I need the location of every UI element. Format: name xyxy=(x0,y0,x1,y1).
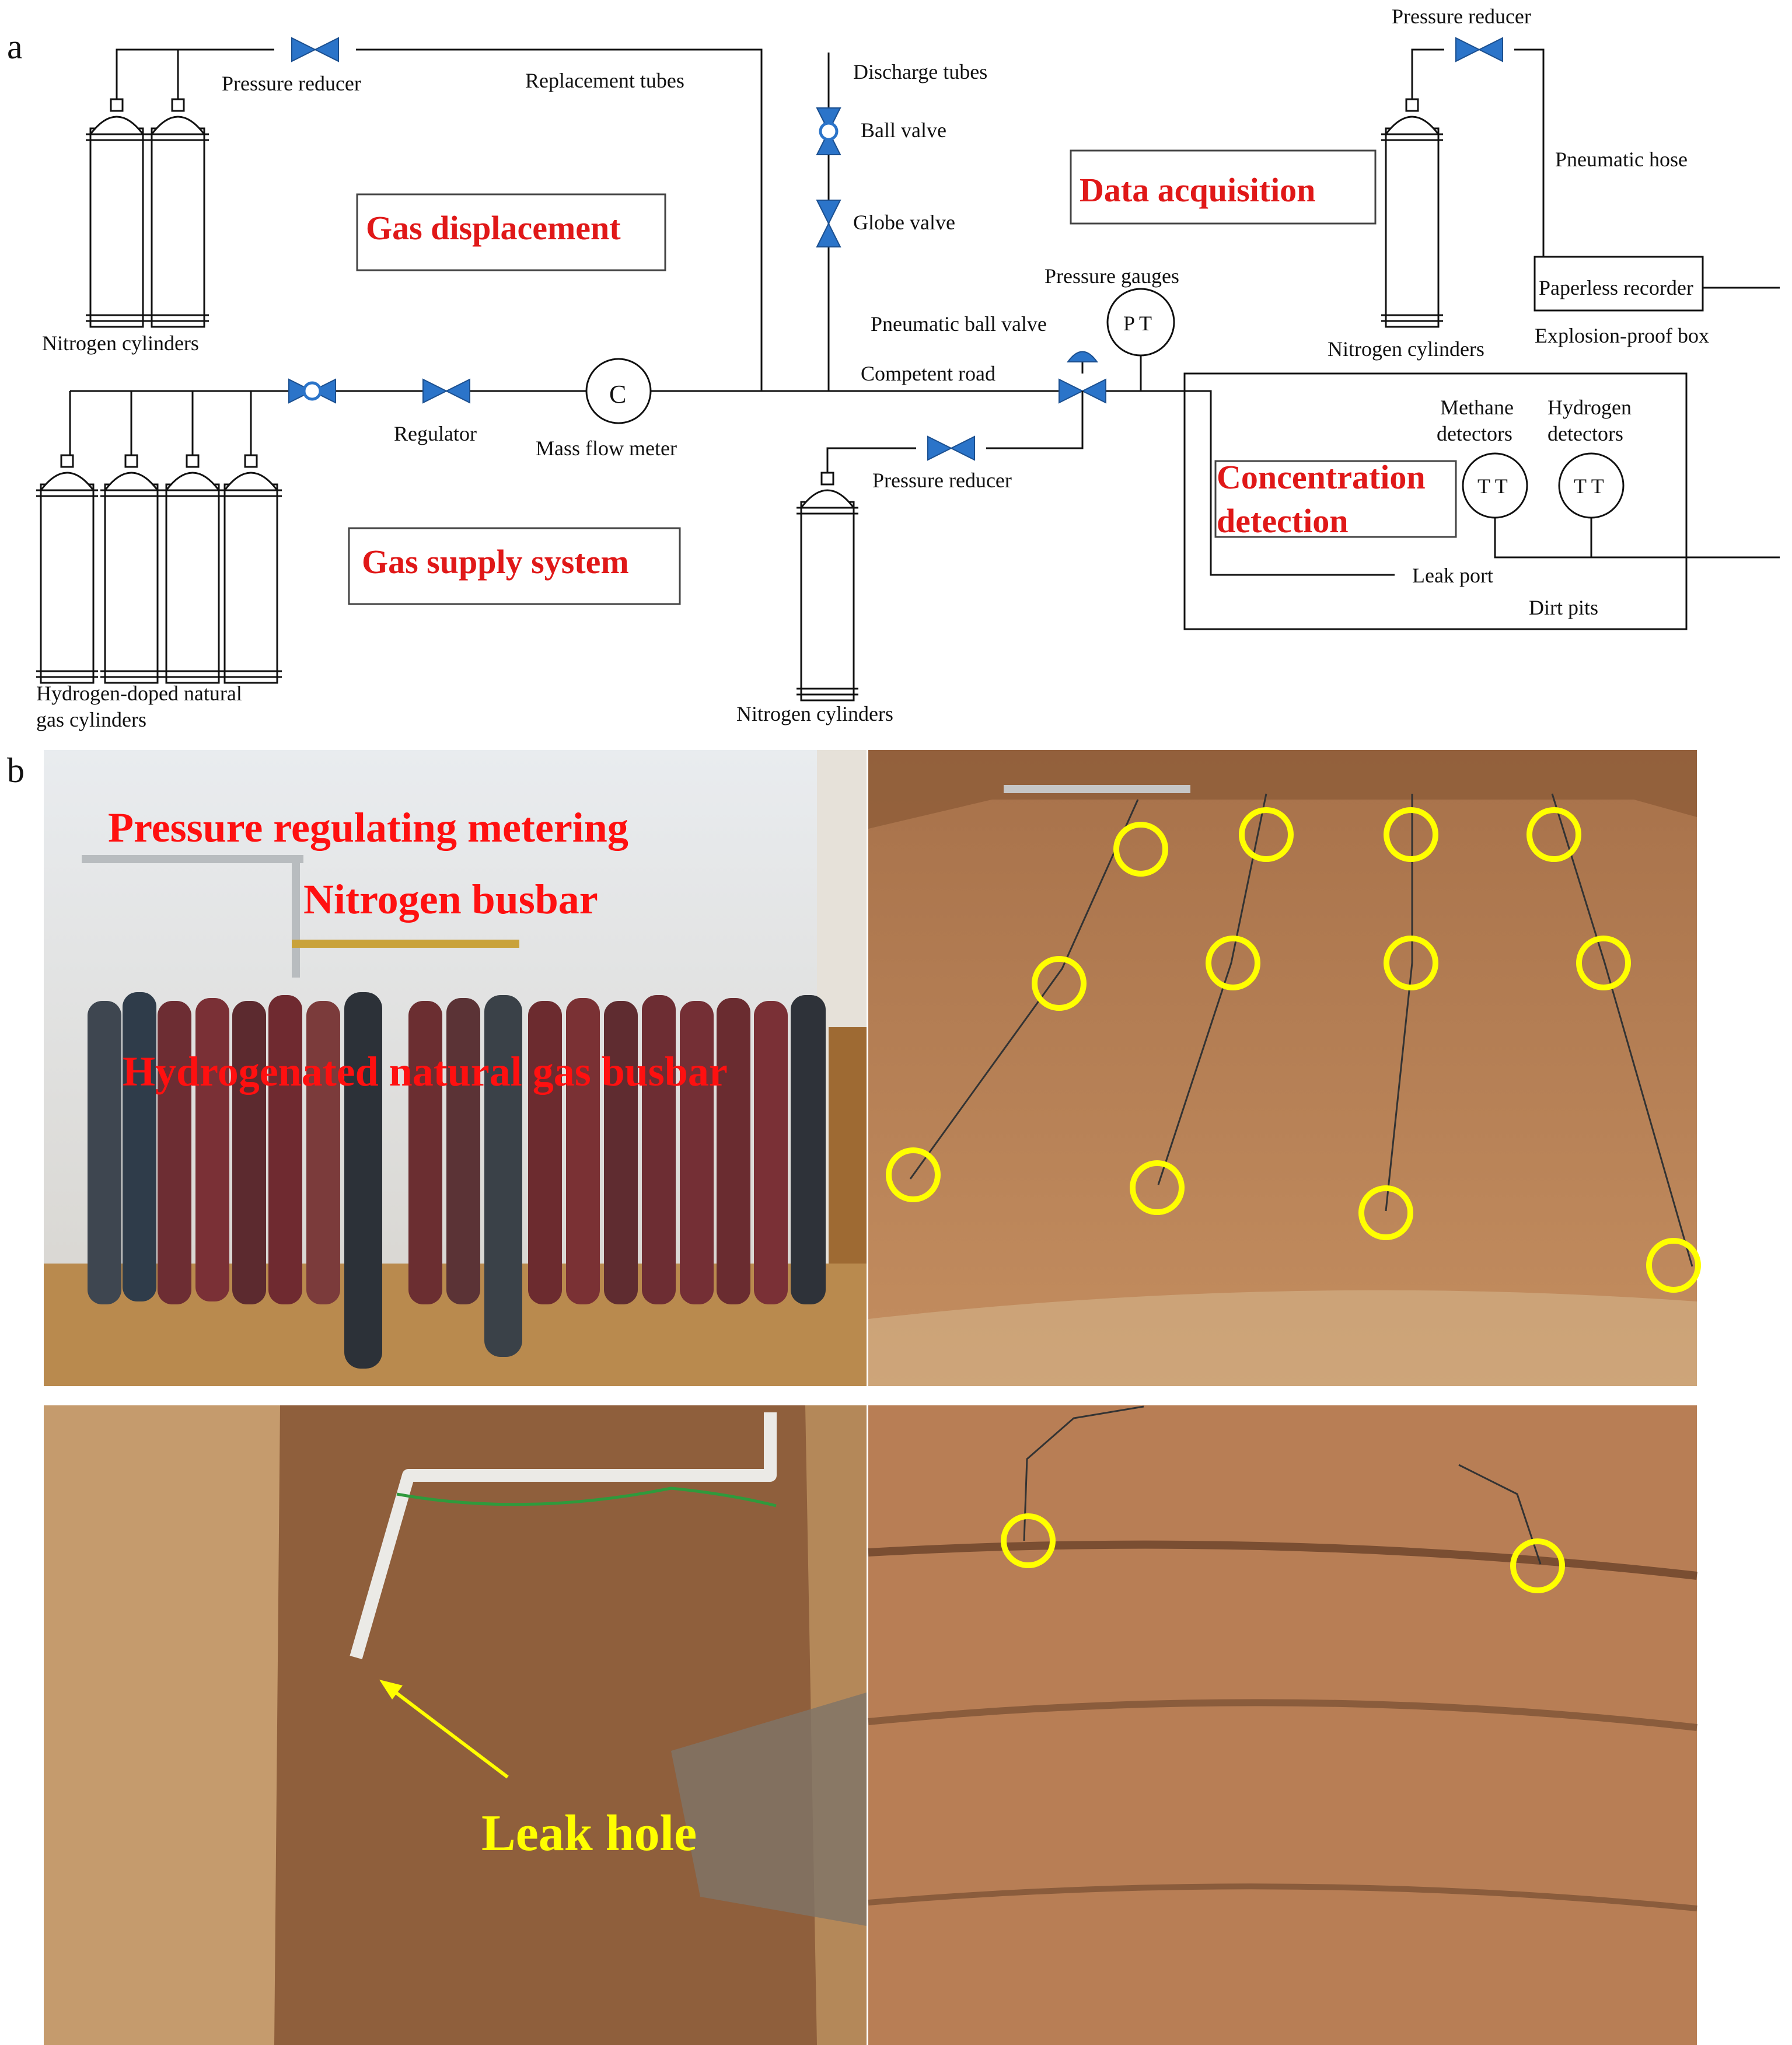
label-nitrogen-cylinders-bottom: Nitrogen cylinders xyxy=(736,702,893,725)
photo-label-leak-hole: Leak hole xyxy=(481,1805,697,1862)
label-pressure-reducer: Pressure reducer xyxy=(222,72,361,95)
label-discharge-tubes: Discharge tubes xyxy=(853,60,987,83)
mass-flow-meter-icon xyxy=(585,358,652,424)
label-methane-detectors-1: Methane xyxy=(1440,396,1514,419)
title-gas-displacement: Gas displacement xyxy=(366,209,621,247)
title-data-acquisition: Data acquisition xyxy=(1080,171,1315,209)
pressure-reducer-bottom-icon xyxy=(927,436,975,460)
mass-flow-meter-symbol: C xyxy=(609,380,626,409)
photo-label-pressure-regulating: Pressure regulating metering xyxy=(108,804,628,851)
hydrogen-doped-cylinders xyxy=(35,391,283,684)
label-methane-detectors-2: detectors xyxy=(1437,422,1512,445)
label-pressure-reducer-right: Pressure reducer xyxy=(1392,5,1531,28)
title-concentration: Concentration xyxy=(1217,458,1426,496)
label-hydrogen-detectors-2: detectors xyxy=(1548,422,1623,445)
label-paperless-recorder: Paperless recorder xyxy=(1539,276,1693,299)
photo-label-nitrogen-busbar: Nitrogen busbar xyxy=(303,876,598,923)
sensor-marker xyxy=(1130,1160,1185,1215)
photo-trench-leak-hole: Leak hole xyxy=(44,1405,867,2045)
pressure-gauge-icon xyxy=(1106,288,1175,357)
sensor-markers xyxy=(886,807,1701,1293)
globe-valve-icon xyxy=(816,200,841,247)
label-pneumatic-ball-valve: Pneumatic ball valve xyxy=(871,312,1047,336)
label-regulator: Regulator xyxy=(394,422,477,445)
sensor-marker xyxy=(1001,1513,1056,1568)
regulator-valve-icon xyxy=(422,379,470,403)
panel-b-letter: b xyxy=(7,751,25,790)
photo-label-hydrogenated-busbar: Hydrogenated natural gas busbar xyxy=(123,1048,728,1095)
label-globe-valve: Globe valve xyxy=(853,211,955,234)
label-pneumatic-hose: Pneumatic hose xyxy=(1555,148,1688,171)
label-competent-road: Competent road xyxy=(861,362,995,385)
label-nitrogen-cylinders-right: Nitrogen cylinders xyxy=(1328,337,1484,361)
paperless-recorder-box xyxy=(1533,256,1704,312)
label-hydrogen-cylinders-2: gas cylinders xyxy=(36,708,146,731)
pressure-reducer-right-icon xyxy=(1455,37,1503,62)
label-hydrogen-detectors-1: Hydrogen xyxy=(1548,396,1632,419)
label-hydrogen-cylinders-1: Hydrogen-doped natural xyxy=(36,682,242,705)
pressure-gauge-symbol: P T xyxy=(1123,312,1152,335)
gas-displacement-box xyxy=(356,193,666,271)
sensor-marker xyxy=(1384,807,1438,862)
label-dirt-pits: Dirt pits xyxy=(1529,596,1598,619)
sensor-marker xyxy=(1646,1238,1701,1293)
sensor-marker xyxy=(886,1147,941,1202)
nitrogen-cylinder-bottom xyxy=(795,472,860,702)
hydrogen-detector-symbol: T T xyxy=(1574,474,1604,498)
soil-furrows xyxy=(868,1540,1697,1911)
photo-dirt-pit-sensors xyxy=(868,750,1701,1386)
label-mass-flow-meter: Mass flow meter xyxy=(536,437,677,460)
sensor-marker xyxy=(1032,956,1087,1011)
panel-b-photos: b xyxy=(7,750,1701,2045)
sensor-cables xyxy=(909,793,1693,1267)
pressure-reducer-valve-icon xyxy=(291,37,339,62)
title-detection: detection xyxy=(1217,502,1349,540)
sensor-marker xyxy=(1358,1185,1413,1240)
sensor-marker xyxy=(1526,807,1581,862)
label-ball-valve: Ball valve xyxy=(861,118,946,142)
label-explosion-proof-box: Explosion-proof box xyxy=(1535,324,1709,347)
photo-backfilled-soil xyxy=(868,1405,1697,2045)
label-nitrogen-cylinders: Nitrogen cylinders xyxy=(42,331,199,355)
sensor-marker xyxy=(1113,822,1168,877)
title-gas-supply-system: Gas supply system xyxy=(362,543,629,581)
panel-a-letter: a xyxy=(7,27,23,66)
sensor-marker xyxy=(1206,936,1260,990)
sensor-marker xyxy=(1384,936,1438,990)
label-pressure-reducer-bottom: Pressure reducer xyxy=(872,469,1012,492)
sensor-marker xyxy=(1576,936,1631,990)
data-acquisition-box xyxy=(1070,149,1377,225)
sensor-marker xyxy=(1510,1538,1565,1593)
photo-cylinder-room: Pressure regulating metering Nitrogen bu… xyxy=(44,750,867,1386)
sensor-marker xyxy=(1239,807,1294,862)
gas-cylinders-row xyxy=(88,992,826,1369)
nitrogen-cylinders-top-left xyxy=(85,37,763,391)
label-leak-port: Leak port xyxy=(1412,564,1493,587)
label-pressure-gauges: Pressure gauges xyxy=(1045,264,1179,288)
concentration-detection-box xyxy=(1214,460,1457,538)
methane-detector-symbol: T T xyxy=(1477,474,1508,498)
gas-supply-box xyxy=(348,527,681,605)
panel-a-schematic: a Pressure reducer Replacement tubes Nit… xyxy=(7,5,1780,731)
label-replacement-tubes: Replacement tubes xyxy=(525,69,684,92)
nitrogen-cylinder-right xyxy=(1380,98,1444,328)
